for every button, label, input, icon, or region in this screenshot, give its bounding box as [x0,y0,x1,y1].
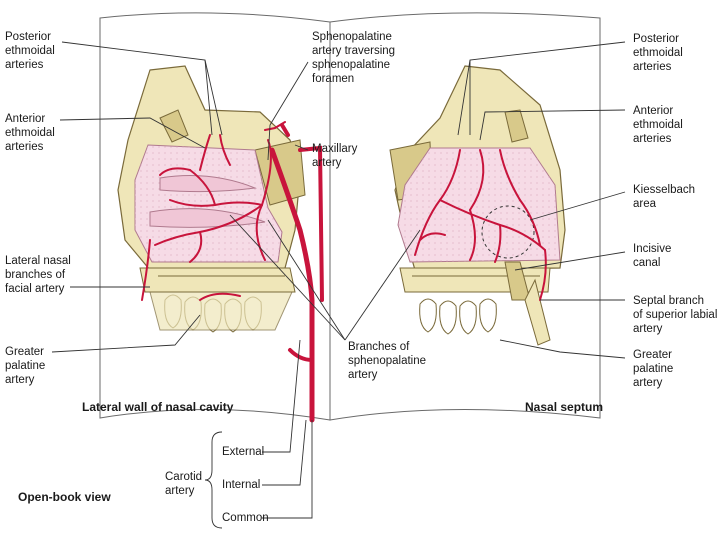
label-carotid-internal: Internal [222,479,261,491]
title-open-book: Open-book view [18,490,111,504]
lateral-wall-illustration [117,65,324,423]
label-carotid-external: External [222,446,265,458]
nasal-septum-illustration [389,65,566,346]
label-incisive-canal: Incisive canal [633,243,672,269]
leader-lines [51,41,626,529]
label-carotid-artery: Carotid artery [165,471,203,497]
label-anterior-ethmoidal-left: Anterior ethmoidal arteries [5,113,55,153]
label-kiesselbach-area: Kiesselbach area [633,184,696,210]
label-posterior-ethmoidal-left: Posterior ethmoidal arteries [5,31,55,71]
label-maxillary-artery: Maxillary artery [312,143,358,169]
label-septal-branch: Septal branch of superior labial artery [633,295,718,335]
label-greater-palatine-right: Greater palatine artery [633,349,674,389]
label-posterior-ethmoidal-right: Posterior ethmoidal arteries [633,33,683,73]
title-nasal-septum: Nasal septum [525,400,604,414]
title-lateral-wall: Lateral wall of nasal cavity [82,400,234,414]
label-anterior-ethmoidal-right: Anterior ethmoidal arteries [633,105,683,145]
label-lateral-nasal-branches: Lateral nasal branches of facial artery [5,255,71,295]
label-sphenopalatine-foramen: Sphenopalatine artery traversing sphenop… [312,31,396,85]
label-carotid-common: Common [222,512,269,524]
label-branches-sphenopalatine: Branches of sphenopalatine artery [348,341,427,381]
book-frame [99,12,601,421]
label-greater-palatine-left: Greater palatine artery [5,346,46,386]
